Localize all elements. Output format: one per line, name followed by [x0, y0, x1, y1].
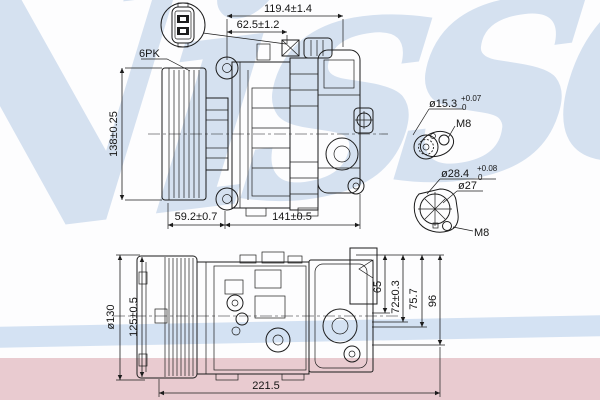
- small-port-tolerance-lower: 0: [462, 103, 467, 112]
- dim-pulley-outer-diameter: ø130: [105, 254, 145, 381]
- compressor-body-side: [231, 49, 361, 217]
- large-port-tolerance-upper: +0.08: [477, 164, 498, 173]
- small-port-thread-label: M8: [456, 118, 471, 130]
- rear-head-details: [325, 107, 374, 195]
- large-port-thread-label: M8: [474, 227, 489, 239]
- dim-belt-line-diameter: 125±0.5: [128, 256, 145, 378]
- dim-belt-line-diameter-label: 125±0.5: [128, 297, 140, 337]
- large-port-diameter-label: ø28.4: [441, 168, 469, 180]
- dim-total-width: 119.4±1.4: [226, 3, 344, 60]
- pulley-bottom-view: [136, 255, 198, 379]
- dim-length-row: 59.2±0.7 141±0.5: [167, 194, 361, 229]
- large-port-tolerance-lower: 0: [478, 173, 483, 182]
- dim-front-section: 62.5±1.2: [227, 19, 288, 44]
- large-port-inner-diameter-label: ø27: [458, 180, 477, 192]
- dim-offset-d-label: 96: [427, 295, 439, 307]
- belt-type-callout: 6PK: [139, 48, 191, 72]
- belt-type-label: 6PK: [139, 48, 160, 60]
- mounting-lug-bottom: [215, 187, 239, 211]
- dim-right-offsets: 65 72±0.3 75.7 96: [356, 254, 445, 346]
- connector-detail-circle: [160, 2, 287, 48]
- dim-total-width-label: 119.4±1.4: [264, 3, 312, 15]
- dim-pulley-diameter: 138±0.25: [108, 67, 162, 201]
- small-port-tolerance-upper: +0.07: [461, 94, 482, 103]
- bottom-view: ø130 125±0.5 221.5 65 72±0.3: [105, 247, 445, 397]
- large-port-fitting: ø28.4 +0.08 0 ø27 M8: [413, 164, 498, 239]
- dim-front-section-label: 62.5±1.2: [237, 19, 280, 31]
- rear-section-bottom: [308, 247, 378, 373]
- top-mounted-components: [256, 37, 333, 61]
- top-view: 6PK 119.4±1.4 62.5±1.2 138±0.25: [108, 2, 388, 229]
- dim-pulley-outer-diameter-label: ø130: [105, 304, 117, 329]
- mounting-lug-top: [215, 56, 239, 80]
- small-port-diameter-label: ø15.3: [429, 98, 457, 110]
- dim-offset-c-label: 75.7: [408, 288, 420, 309]
- dim-overall-length: 221.5: [158, 347, 441, 397]
- small-port-fitting: ø15.3 +0.07 0 M8: [412, 94, 482, 160]
- clutch-hub: [205, 97, 229, 171]
- compressor-body-bottom: [196, 251, 310, 381]
- dim-body-length-label: 141±0.5: [272, 211, 312, 223]
- dim-pulley-diameter-label: 138±0.25: [108, 111, 120, 157]
- dim-pulley-to-mount-label: 59.2±0.7: [175, 211, 218, 223]
- dim-offset-b-label: 72±0.3: [390, 280, 402, 314]
- dim-offset-a-label: 65: [372, 281, 384, 293]
- dim-overall-length-label: 221.5: [252, 380, 280, 392]
